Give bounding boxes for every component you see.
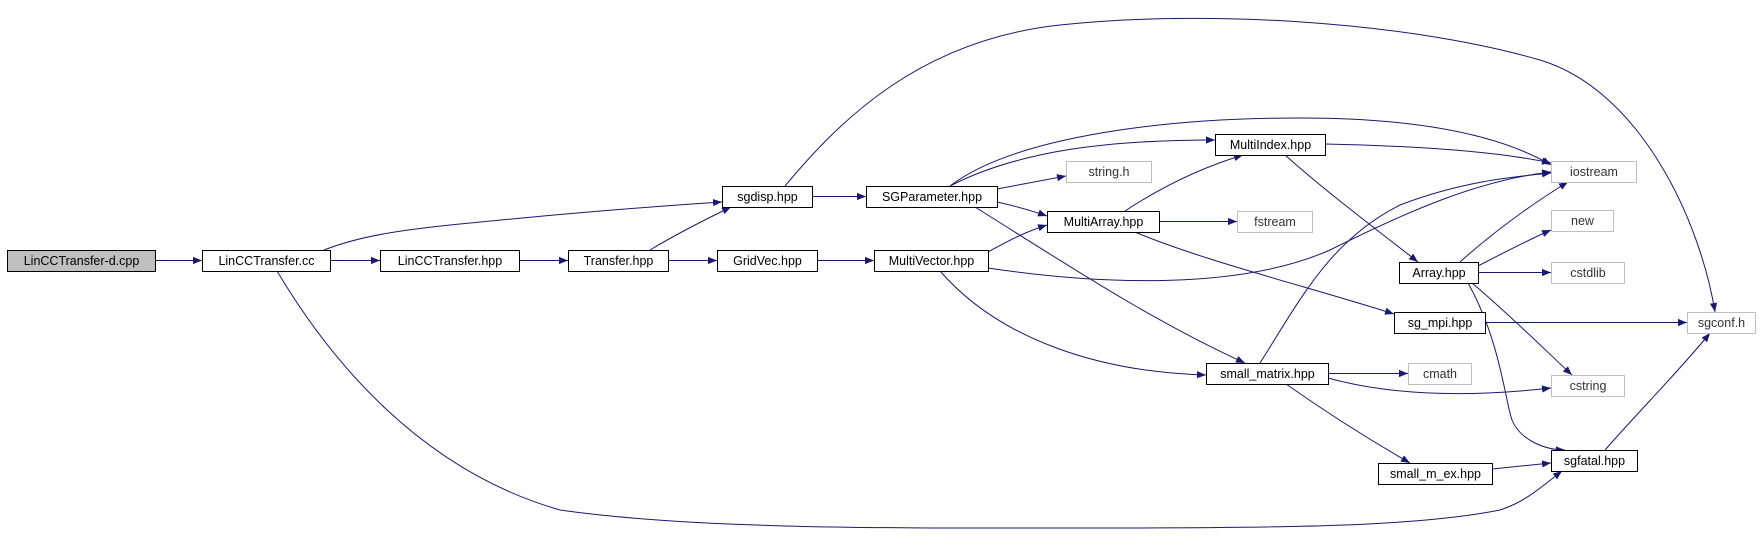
node-transfer-hpp[interactable]: Transfer.hpp	[568, 250, 669, 272]
node-label: GridVec.hpp	[733, 254, 802, 268]
node-string-h: string.h	[1066, 161, 1152, 183]
node-small-m-ex-hpp[interactable]: small_m_ex.hpp	[1378, 463, 1493, 485]
edge-multiindex-hpp-to-array-hpp	[1284, 154, 1419, 263]
node-box	[202, 250, 331, 272]
edge-small-m-ex-hpp-to-sgfatal-hpp	[1491, 460, 1552, 470]
node-box	[1066, 161, 1152, 183]
node-label: sgconf.h	[1698, 316, 1745, 330]
node-box	[1215, 134, 1326, 156]
node-label: sgdisp.hpp	[737, 190, 798, 204]
node-box	[1551, 450, 1638, 472]
edge-sgparameter-hpp-to-multiindex-hpp	[949, 136, 1216, 187]
edge-array-hpp-to-sgfatal-hpp	[1467, 282, 1566, 454]
node-label: cmath	[1423, 367, 1457, 381]
edge-multivector-hpp-to-iostream	[987, 169, 1552, 282]
edge-multivector-hpp-to-small-matrix-hpp	[939, 270, 1207, 379]
node-box	[1237, 211, 1313, 233]
node-label: MultiArray.hpp	[1064, 215, 1144, 229]
edges-layer	[155, 17, 1718, 529]
node-array-hpp[interactable]: Array.hpp	[1399, 262, 1479, 284]
node-new: new	[1551, 210, 1614, 232]
node-iostream: iostream	[1551, 161, 1637, 183]
node-label: sg_mpi.hpp	[1408, 316, 1473, 330]
node-label: SGParameter.hpp	[882, 190, 982, 204]
nodes-layer: LinCCTransfer-d.cpp LinCCTransfer.cc LinCC…	[7, 134, 1756, 485]
node-box	[874, 250, 989, 272]
node-box	[1408, 363, 1472, 385]
node-cstdlib: cstdlib	[1551, 262, 1625, 284]
node-label: Transfer.hpp	[584, 254, 654, 268]
edge-small-matrix-hpp-to-cstring	[1327, 377, 1552, 395]
node-cmath: cmath	[1408, 363, 1472, 385]
edge-multiarray-hpp-to-sg-mpi-hpp	[1134, 231, 1395, 315]
node-label: MultiIndex.hpp	[1230, 138, 1311, 152]
node-box	[722, 186, 813, 208]
node-label: new	[1571, 214, 1595, 228]
node-sgparameter-hpp[interactable]: SGParameter.hpp	[866, 186, 998, 208]
edge-sgparameter-hpp-to-string-h	[996, 174, 1067, 190]
edge-multivector-hpp-to-multiarray-hpp	[987, 224, 1048, 253]
edge-sgdisp-hpp-to-sgconf-h	[784, 17, 1718, 313]
node-label: cstring	[1570, 379, 1607, 393]
node-label: LinCCTransfer-d.cpp	[24, 254, 140, 268]
node-sgconf-h: sgconf.h	[1687, 312, 1756, 334]
edge-multiarray-hpp-to-multiindex-hpp	[1124, 154, 1244, 212]
node-box	[1687, 312, 1756, 334]
node-sg-mpi-hpp[interactable]: sg_mpi.hpp	[1394, 312, 1486, 334]
node-label: iostream	[1570, 165, 1618, 179]
edge-sgfatal-hpp-to-sgconf-h	[1604, 332, 1711, 451]
node-sgfatal-hpp[interactable]: sgfatal.hpp	[1551, 450, 1638, 472]
edge-array-hpp-to-new	[1477, 229, 1552, 267]
edge-multiindex-hpp-to-iostream	[1324, 143, 1552, 165]
node-box	[1551, 161, 1637, 183]
node-label: MultiVector.hpp	[889, 254, 975, 268]
edge-small-matrix-hpp-to-small-m-ex-hpp	[1285, 383, 1411, 464]
edge-sgparameter-hpp-to-small-matrix-hpp	[974, 206, 1246, 364]
node-multiarray-hpp[interactable]: MultiArray.hpp	[1047, 211, 1160, 233]
node-box	[1551, 375, 1625, 397]
node-box	[1399, 262, 1479, 284]
node-label: sgfatal.hpp	[1564, 454, 1625, 468]
node-cstring: cstring	[1551, 375, 1625, 397]
node-gridvec-hpp[interactable]: GridVec.hpp	[717, 250, 818, 272]
edge-lincctransfer-cc-to-sgfatal-hpp	[276, 270, 1563, 529]
node-box	[1378, 463, 1493, 485]
node-label: fstream	[1254, 215, 1296, 229]
node-box	[1551, 262, 1625, 284]
node-lincctransfer-cc[interactable]: LinCCTransfer.cc	[202, 250, 331, 272]
node-multivector-hpp[interactable]: MultiVector.hpp	[874, 250, 989, 272]
edge-transfer-hpp-to-sgdisp-hpp	[649, 206, 732, 251]
node-box	[1551, 210, 1614, 232]
node-label: small_m_ex.hpp	[1390, 467, 1481, 481]
node-sgdisp-hpp[interactable]: sgdisp.hpp	[722, 186, 813, 208]
node-lincctransfer-d-cpp[interactable]: LinCCTransfer-d.cpp	[7, 250, 156, 272]
node-label: cstdlib	[1570, 266, 1605, 280]
node-box	[7, 250, 156, 272]
node-label: LinCCTransfer.cc	[218, 254, 314, 268]
node-label: LinCCTransfer.hpp	[398, 254, 502, 268]
edge-sgparameter-hpp-to-iostream	[949, 117, 1552, 187]
node-box	[380, 250, 520, 272]
edge-small-matrix-hpp-to-iostream	[1259, 170, 1552, 364]
node-multiindex-hpp[interactable]: MultiIndex.hpp	[1215, 134, 1326, 156]
node-box	[1394, 312, 1486, 334]
node-lincctransfer-hpp[interactable]: LinCCTransfer.hpp	[380, 250, 520, 272]
node-box	[1206, 363, 1329, 385]
node-label: Array.hpp	[1412, 266, 1465, 280]
edge-sgparameter-hpp-to-multiarray-hpp	[996, 201, 1048, 217]
node-small-matrix-hpp[interactable]: small_matrix.hpp	[1206, 363, 1329, 385]
node-box	[717, 250, 818, 272]
edge-array-hpp-to-iostream	[1459, 181, 1569, 263]
edge-array-hpp-to-cstring	[1471, 282, 1573, 376]
node-fstream: fstream	[1237, 211, 1313, 233]
node-label: string.h	[1089, 165, 1130, 179]
node-box	[568, 250, 669, 272]
edge-lincctransfer-cc-to-sgdisp-hpp	[323, 198, 723, 251]
node-box	[1047, 211, 1160, 233]
node-label: small_matrix.hpp	[1220, 367, 1315, 381]
node-box	[866, 186, 998, 208]
